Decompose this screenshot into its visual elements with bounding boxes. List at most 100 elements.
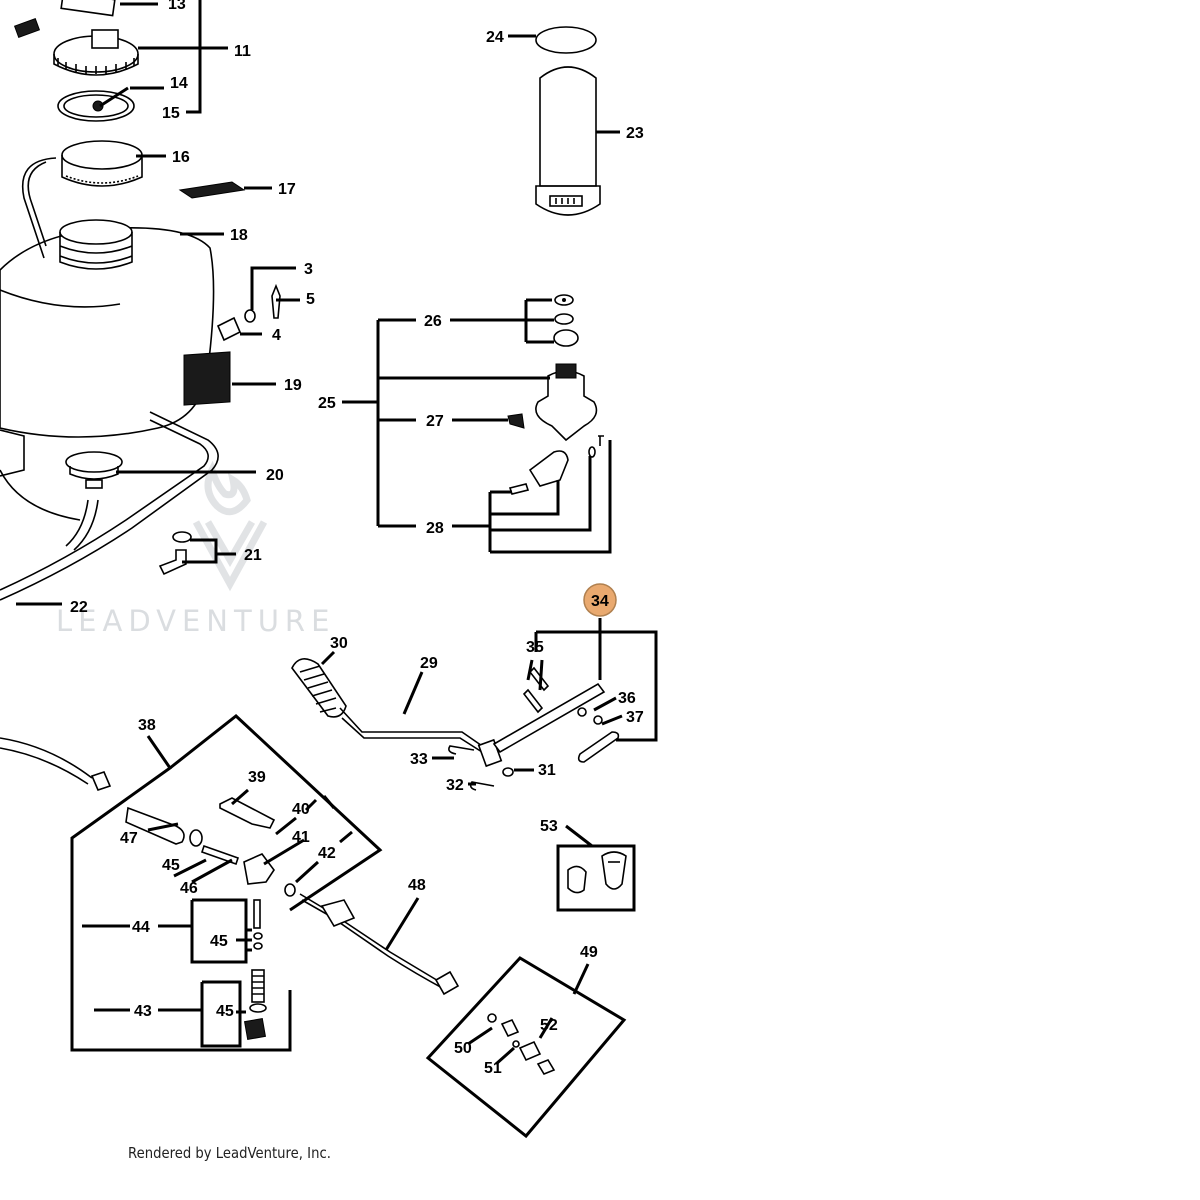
callout-5[interactable]: 5 (306, 291, 315, 308)
callout-23[interactable]: 23 (626, 125, 644, 142)
part-4-bushing (216, 316, 242, 342)
pump-assembly (507, 294, 604, 495)
callout-3[interactable]: 3 (304, 261, 313, 278)
part-26-seal-b (554, 313, 574, 325)
part-41-valve-body (243, 853, 275, 885)
callout-46[interactable]: 46 (180, 880, 198, 897)
callout-47[interactable]: 47 (120, 830, 138, 847)
part-37-link (577, 731, 620, 763)
part-13-label-plate (60, 0, 116, 17)
part-42-washer (284, 883, 296, 897)
tank-assembly (0, 0, 281, 601)
nozzle-assembly (487, 851, 627, 1075)
part-44-spring (253, 899, 261, 929)
hose (0, 737, 93, 785)
callout-19[interactable]: 19 (284, 377, 302, 394)
callout-4[interactable]: 4 (272, 327, 281, 344)
callout-28[interactable]: 28 (426, 520, 444, 537)
part-46-stem (200, 844, 240, 866)
part-29-lever-rod (339, 707, 489, 753)
callout-20[interactable]: 20 (266, 467, 284, 484)
part-19-decal (183, 351, 231, 406)
callout-30[interactable]: 30 (330, 635, 348, 652)
callout-43[interactable]: 43 (134, 1003, 152, 1020)
part-26-seal-c (553, 329, 579, 347)
part-52-nozzle (500, 1018, 520, 1038)
part-18-tank (0, 227, 215, 438)
callout-13[interactable]: 13 (168, 0, 186, 13)
callout-45-c[interactable]: 45 (216, 1003, 234, 1020)
chamber-assembly (535, 26, 601, 216)
part-24-o-ring (535, 26, 597, 54)
part-3-clip (244, 309, 256, 323)
handle-assembly (291, 658, 620, 791)
callout-42[interactable]: 42 (318, 845, 336, 862)
part-16-strainer (61, 140, 143, 170)
callout-24[interactable]: 24 (486, 29, 504, 46)
callout-50[interactable]: 50 (454, 1040, 472, 1057)
part-25-pump-head (535, 370, 598, 442)
callout-21[interactable]: 21 (244, 547, 262, 564)
callout-18[interactable]: 18 (230, 227, 248, 244)
part-43-spring (251, 969, 265, 1003)
highlight-callout-34[interactable] (583, 583, 617, 617)
callout-52[interactable]: 52 (540, 1017, 558, 1034)
callout-44[interactable]: 44 (132, 919, 150, 936)
callout-22[interactable]: 22 (70, 599, 88, 616)
part-51-seal (512, 1040, 520, 1048)
callout-14[interactable]: 14 (170, 75, 188, 92)
callout-15[interactable]: 15 (162, 105, 180, 122)
part-50-seal (487, 1013, 497, 1023)
part-5-pin (271, 283, 281, 319)
callout-45[interactable]: 45 (162, 857, 180, 874)
callout-27[interactable]: 27 (426, 413, 444, 430)
part-36-nut (577, 707, 587, 717)
callout-11[interactable]: 11 (234, 43, 251, 60)
callout-32[interactable]: 32 (446, 777, 464, 794)
part-23-chamber (539, 66, 597, 187)
leader-lines (16, 0, 658, 1139)
part-47-handle (125, 806, 185, 845)
watermark-text: LEADVENTURE (56, 604, 335, 638)
callout-41[interactable]: 41 (292, 829, 310, 846)
callout-51[interactable]: 51 (484, 1060, 502, 1077)
callout-16[interactable]: 16 (172, 149, 190, 166)
callout-26[interactable]: 26 (424, 313, 442, 330)
part-48-lance (299, 893, 451, 991)
callout-37[interactable]: 37 (626, 709, 644, 726)
part-14-valve (92, 100, 104, 112)
part-17-decal (178, 181, 246, 199)
decal-icon (13, 17, 41, 39)
callout-49[interactable]: 49 (580, 944, 598, 961)
part-31-ring (502, 767, 514, 777)
part-53-nozzle-b (601, 851, 627, 890)
callout-40[interactable]: 40 (292, 801, 310, 818)
callout-34[interactable]: 34 (591, 593, 609, 610)
callout-53[interactable]: 53 (540, 818, 558, 835)
callout-35[interactable]: 35 (526, 639, 544, 656)
callout-31[interactable]: 31 (538, 762, 556, 779)
callout-17[interactable]: 17 (278, 181, 296, 198)
wand-assembly (0, 737, 460, 1041)
part-27-decal (507, 413, 525, 429)
part-30-grip (291, 658, 347, 718)
callout-38[interactable]: 38 (138, 717, 156, 734)
callout-45-b[interactable]: 45 (210, 933, 228, 950)
part-34-shaft (492, 682, 606, 754)
part-20-fitting (65, 451, 123, 473)
callout-33[interactable]: 33 (410, 751, 428, 768)
callout-39[interactable]: 39 (248, 769, 266, 786)
part-21-elbow (158, 549, 187, 576)
callout-29[interactable]: 29 (420, 655, 438, 672)
part-39-trigger (219, 797, 276, 829)
part-28-valve (528, 450, 569, 487)
callout-48[interactable]: 48 (408, 877, 426, 894)
watermark-logo-icon (192, 460, 268, 592)
watermark: LEADVENTURE (56, 460, 335, 638)
callout-25[interactable]: 25 (318, 395, 336, 412)
render-credit: Rendered by LeadVenture, Inc. (128, 1144, 331, 1162)
part-53-nozzle-a (567, 865, 587, 894)
callout-numbers: 13 11 14 15 16 17 18 3 5 4 19 20 21 22 2… (70, 0, 644, 1077)
callout-36[interactable]: 36 (618, 690, 636, 707)
